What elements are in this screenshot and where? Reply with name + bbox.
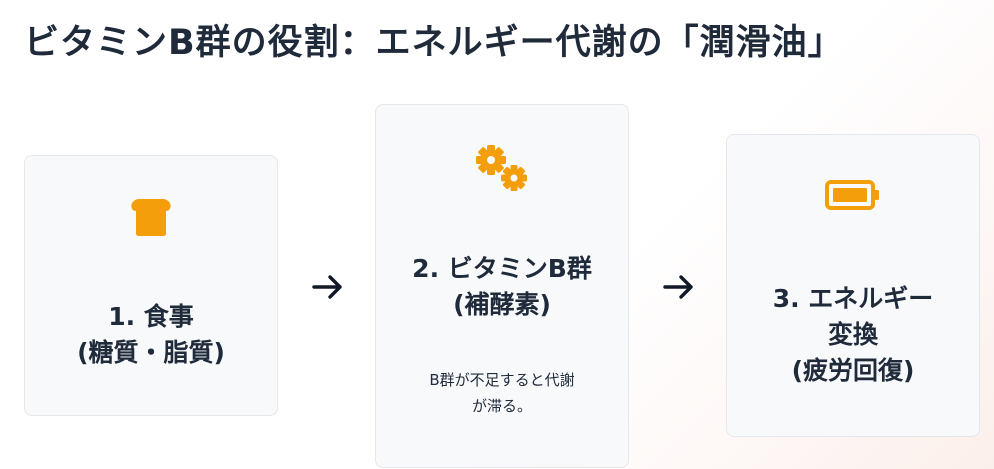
step-label: 2. ビタミンB群 (補酵素) [386, 251, 618, 323]
step-description-line: B群が不足すると代謝 [429, 371, 575, 389]
step-title: 1. 食事 [108, 302, 194, 331]
step-title: 3. エネルギー [772, 284, 934, 313]
battery-icon [727, 179, 979, 211]
bread-icon [25, 197, 277, 237]
step-title: 2. ビタミンB群 [412, 254, 592, 283]
step-label: 1. 食事 (糖質・脂質) [35, 299, 267, 371]
step-card-food: 1. 食事 (糖質・脂質) [24, 155, 278, 416]
arrow-right-icon [311, 270, 345, 304]
step-subtitle: (疲労回復) [791, 356, 915, 385]
step-subtitle: (糖質・脂質) [77, 338, 225, 367]
step-description: B群が不足すると代謝 が滞る。 [396, 367, 608, 419]
page-title: ビタミンB群の役割：エネルギー代謝の「潤滑油」 [24, 23, 844, 63]
step-label: 3. エネルギー 変換 (疲労回復) [737, 281, 969, 389]
step-description-line: が滞る。 [471, 397, 532, 415]
step-subtitle: (補酵素) [453, 290, 551, 319]
gears-icon [376, 143, 628, 195]
step-card-vitamin-b: 2. ビタミンB群 (補酵素) B群が不足すると代謝 が滞る。 [375, 104, 629, 468]
step-card-energy: 3. エネルギー 変換 (疲労回復) [726, 134, 980, 437]
arrow-right-icon [662, 270, 696, 304]
step-title-continued: 変換 [827, 320, 878, 349]
